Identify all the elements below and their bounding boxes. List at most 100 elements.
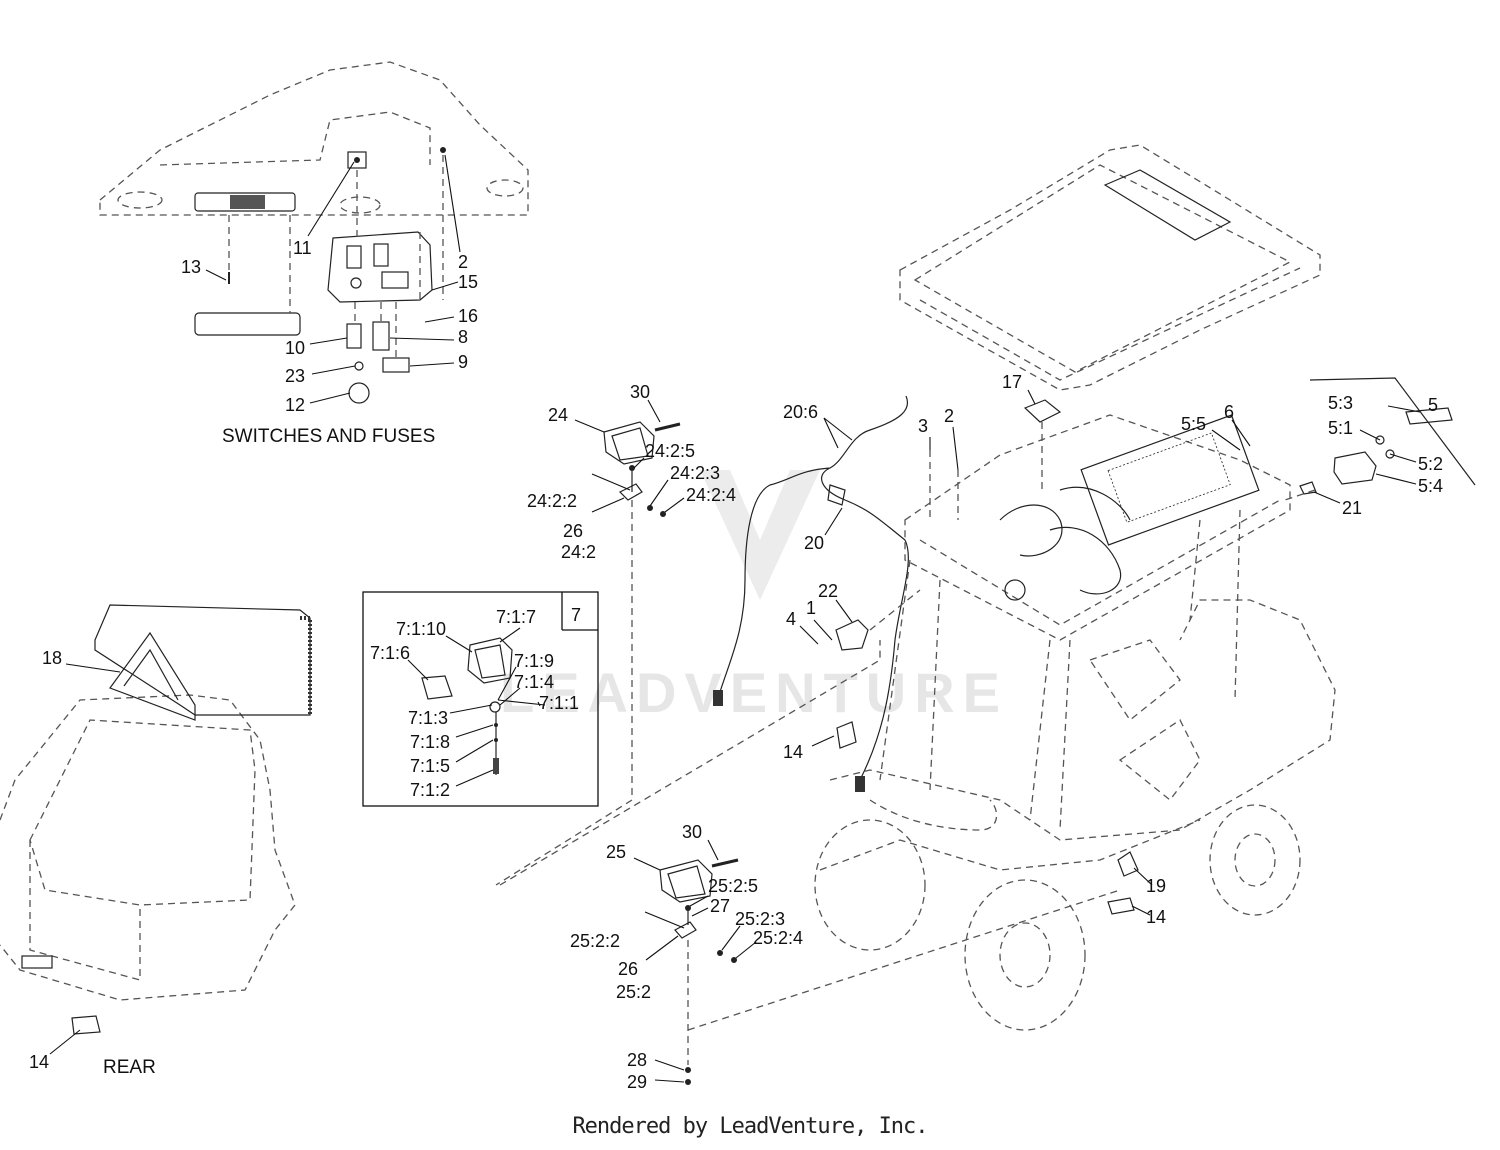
callout-7-1-3: 7:1:3 bbox=[408, 708, 448, 728]
callout-21: 21 bbox=[1342, 498, 1362, 518]
callout-29: 29 bbox=[627, 1072, 647, 1092]
callout-26-upper: 26 bbox=[563, 521, 583, 541]
callout-7: 7 bbox=[571, 605, 581, 625]
callout-1: 1 bbox=[806, 598, 816, 618]
roof-outline bbox=[899, 144, 1321, 391]
detail-7-box bbox=[362, 591, 599, 807]
callout-4: 4 bbox=[786, 609, 796, 629]
work-light-24-group bbox=[495, 421, 681, 886]
rear-wheel bbox=[1209, 804, 1301, 916]
callout-18: 18 bbox=[42, 648, 62, 668]
decal-14-rear bbox=[71, 1015, 101, 1035]
callout-7-1-10: 7:1:10 bbox=[396, 619, 446, 639]
callout-25-2: 25:2 bbox=[616, 982, 651, 1002]
callout-2: 2 bbox=[458, 252, 468, 272]
harness-cable bbox=[719, 395, 909, 781]
work-light-24 bbox=[603, 421, 655, 465]
component-17 bbox=[1023, 399, 1062, 423]
render-credit: Rendered by LeadVenture, Inc. bbox=[572, 1114, 928, 1139]
callout-24-2: 24:2 bbox=[561, 542, 596, 562]
callout-20: 20 bbox=[804, 533, 824, 553]
callout-24-2-2: 24:2:2 bbox=[527, 491, 577, 511]
callout-6: 6 bbox=[1224, 402, 1234, 422]
callout-24: 24 bbox=[548, 405, 568, 425]
fuse-block bbox=[194, 192, 296, 212]
switch-9 bbox=[382, 357, 410, 373]
callout-14-front: 14 bbox=[1146, 907, 1166, 927]
callout-23: 23 bbox=[285, 366, 305, 386]
key-switch bbox=[348, 382, 370, 404]
work-light-25-group bbox=[644, 858, 739, 1085]
switch-plate bbox=[327, 231, 433, 303]
callout-26-lower: 26 bbox=[618, 959, 638, 979]
work-light-7-lens bbox=[421, 675, 453, 700]
watermark: LEADVENTURE bbox=[500, 470, 1008, 724]
decal-14-side bbox=[836, 721, 857, 749]
caption-switches-fuses: SWITCHES AND FUSES bbox=[222, 426, 435, 447]
callout-7-1-8: 7:1:8 bbox=[410, 732, 450, 752]
callout-5-4: 5:4 bbox=[1418, 476, 1443, 496]
callout-7-1-4: 7:1:4 bbox=[514, 672, 554, 692]
callout-7-1-5: 7:1:5 bbox=[410, 756, 450, 776]
callout-25: 25 bbox=[606, 842, 626, 862]
callout-10: 10 bbox=[285, 338, 305, 358]
switches-fuses-group bbox=[99, 61, 529, 404]
callout-13: 13 bbox=[181, 257, 201, 277]
callout-24-2-3: 24:2:3 bbox=[670, 463, 720, 483]
callout-27: 27 bbox=[710, 896, 730, 916]
callout-5-3: 5:3 bbox=[1328, 393, 1353, 413]
radiator bbox=[1080, 414, 1260, 546]
callout-16: 16 bbox=[458, 306, 478, 326]
callout-24-2-5: 24:2:5 bbox=[645, 441, 695, 461]
callout-7-1-1: 7:1:1 bbox=[539, 693, 579, 713]
switch-10 bbox=[346, 323, 362, 349]
callout-25-2-4: 25:2:4 bbox=[753, 928, 803, 948]
fuse-cover bbox=[194, 312, 301, 336]
bracket-26-lower bbox=[674, 921, 697, 939]
leader-lines bbox=[49, 154, 1421, 1083]
callout-11: 11 bbox=[293, 238, 312, 258]
callout-7-1-2: 7:1:2 bbox=[410, 780, 450, 800]
callout-15: 15 bbox=[458, 272, 478, 292]
smv-sign bbox=[109, 631, 196, 721]
callout-30-upper: 30 bbox=[630, 382, 650, 402]
front-wheel-right bbox=[964, 879, 1086, 1031]
watermark-text: LEADVENTURE bbox=[500, 661, 1008, 724]
tail-light-5-lens bbox=[1405, 407, 1453, 425]
callout-25-2-5: 25:2:5 bbox=[708, 876, 758, 896]
callout-8: 8 bbox=[458, 327, 468, 347]
callout-22: 22 bbox=[818, 581, 838, 601]
rear-panel bbox=[94, 604, 311, 716]
callout-7-1-6: 7:1:6 bbox=[370, 643, 410, 663]
callout-7-1-7: 7:1:7 bbox=[496, 607, 536, 627]
callout-3: 3 bbox=[918, 416, 928, 436]
wiring-harness bbox=[713, 395, 909, 792]
callout-25-2-3: 25:2:3 bbox=[735, 909, 785, 929]
callout-5-2: 5:2 bbox=[1418, 454, 1443, 474]
callout-24-2-4: 24:2:4 bbox=[686, 485, 736, 505]
callout-5-5: 5:5 bbox=[1181, 414, 1206, 434]
callout-19: 19 bbox=[1146, 876, 1166, 896]
callout-28: 28 bbox=[627, 1050, 647, 1070]
decal-14-front bbox=[1107, 897, 1135, 915]
roof-frame bbox=[904, 414, 1291, 641]
tail-light-5 bbox=[1333, 451, 1377, 485]
machine-body bbox=[499, 144, 1476, 1031]
decal-19 bbox=[1117, 851, 1139, 877]
callout-labels: 13 11 2 15 16 8 10 23 9 12 SWITCHES AND … bbox=[29, 238, 1443, 1092]
callout-5-1: 5:1 bbox=[1328, 418, 1353, 438]
callout-12: 12 bbox=[285, 395, 305, 415]
light-22 bbox=[835, 619, 869, 651]
callout-30-lower: 30 bbox=[682, 822, 702, 842]
callout-20-6: 20:6 bbox=[783, 402, 818, 422]
rear-view-group bbox=[0, 604, 312, 1035]
callout-9: 9 bbox=[458, 352, 468, 372]
bracket-26-upper bbox=[618, 483, 643, 501]
callout-7-1-9: 7:1:9 bbox=[514, 651, 554, 671]
front-wheel-left bbox=[814, 819, 926, 951]
work-light-25 bbox=[659, 859, 713, 903]
switch-8 bbox=[372, 321, 390, 351]
hood bbox=[829, 599, 1336, 841]
callout-5: 5 bbox=[1428, 395, 1438, 415]
